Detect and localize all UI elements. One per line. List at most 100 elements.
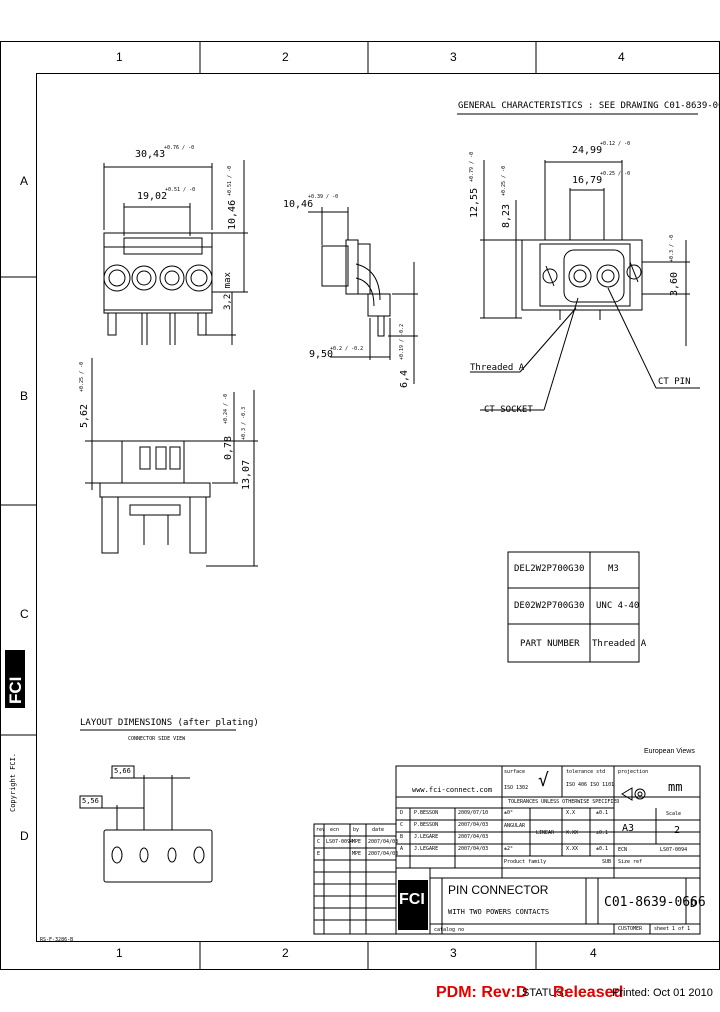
ecn-row-1-rev: C (317, 839, 321, 845)
dim-8-23: 8,23 (501, 203, 512, 228)
tb-ang-3: ±2° (504, 846, 514, 852)
footer-code: RS-F-3286-B (40, 937, 74, 943)
zone-bottom-2: 2 (282, 946, 289, 960)
tb-scale: 2 (674, 825, 681, 836)
printed-date: Printed: Oct 01 2010 (612, 987, 713, 999)
rev-row-4-rev: A (400, 846, 404, 852)
layout-dim-2: 5,56 (82, 797, 99, 805)
tb-surface-value: ISO 1302 (504, 785, 529, 791)
rev-row-1-date: 2009/07/10 (458, 810, 489, 816)
part-row-1-variant: M3 (608, 564, 619, 574)
layout-title: LAYOUT DIMENSIONS (after plating) (80, 718, 259, 728)
part-header-variant: Threaded A (592, 639, 647, 649)
tb-title-line2: WITH TWO POWERS CONTACTS (448, 908, 550, 916)
zone-left-b: B (20, 389, 29, 403)
rev-row-3-date: 2007/04/03 (458, 834, 489, 840)
rev-row-2-date: 2007/04/03 (458, 822, 489, 828)
tb-surface-label: surface (504, 769, 526, 775)
dim-12-55: 12,55 (469, 187, 480, 218)
rev-row-3-by: J.LEGARE (414, 834, 439, 840)
tb-tol-2-key: X.XX (566, 830, 579, 836)
dim-24-99: 24,99 (572, 145, 603, 156)
tb-sheet: sheet 1 of 1 (654, 926, 691, 932)
tb-unit: mm (668, 780, 683, 794)
dim-9-50-tol: +0.2 / -0.2 (330, 346, 364, 352)
zone-top-1: 1 (116, 50, 123, 64)
status-value: Released (553, 984, 624, 1001)
dim-6-4-tol: +0.19 / -0.2 (399, 323, 405, 360)
tb-tol-2-val: ±0.1 (596, 830, 609, 836)
rev-row-3-rev: B (400, 834, 404, 840)
dim-9-50: 9,50 (309, 349, 334, 360)
dim-6-4: 6,4 (399, 369, 410, 388)
ecn-header-by: by (353, 827, 360, 833)
tb-catalog-no: catalog no (434, 927, 465, 933)
tb-product-family: Product family (504, 859, 547, 865)
dim-0-78: 0,78 (223, 435, 234, 460)
dim-24-99-tol: +0.12 / -0 (600, 141, 631, 147)
callout-ct-socket: CT SOCKET (484, 405, 533, 415)
part-row-2-part: DE02W2P700G30 (514, 601, 585, 611)
tb-title-line1: PIN CONNECTOR (448, 883, 549, 897)
tb-rev: D (690, 897, 697, 910)
tb-tolerance-value: ISO 406 ISO 1101 (566, 782, 615, 788)
rev-row-4-date: 2007/04/03 (458, 846, 489, 852)
dim-3-60: 3,60 (669, 271, 680, 296)
dim-3-60-tol: +0.3 / -0 (669, 234, 675, 262)
rev-row-2-by: P.BESSON (414, 822, 439, 828)
zone-bottom-3: 3 (450, 946, 457, 960)
zone-top-3: 3 (450, 50, 457, 64)
copyright: Copyright FCI. (9, 752, 17, 812)
ecn-row-2-date: 2007/04/03 (368, 851, 399, 857)
dim-19-02-tol: +0.51 / -0 (165, 187, 196, 193)
tb-logo: FCI (399, 891, 425, 908)
tb-linear: LINEAR (536, 830, 555, 836)
callout-ct-pin: CT PIN (658, 377, 691, 387)
rev-row-4-by: J.LEGARE (414, 846, 439, 852)
rev-row-1-rev: D (400, 810, 404, 816)
tb-customer: CUSTOMER (618, 926, 643, 932)
zone-left-c: C (20, 607, 29, 621)
rev-row-2-rev: C (400, 822, 404, 828)
zone-top-2: 2 (282, 50, 289, 64)
tb-ecn-label: ECN (618, 847, 628, 853)
dim-3-2: 3,2 max (223, 272, 233, 310)
dim-10-46b: 10,46 (283, 199, 314, 210)
dim-0-78-tol: +0.24 / -0 (223, 393, 229, 424)
tb-drawing-no: C01-8639-0666 (604, 895, 706, 910)
part-row-1-part: DEL2W2P700G30 (514, 564, 585, 574)
fci-logo-side: FCI (6, 676, 25, 704)
dim-5-62: 5,62 (79, 403, 90, 428)
tb-sub: SUB (602, 859, 612, 865)
ecn-row-1-date: 2007/04/03 (368, 839, 399, 845)
rev-row-1-by: P.BESSON (414, 810, 439, 816)
european-views: European Views (644, 748, 695, 755)
ecn-header-ecn: ecn (330, 827, 340, 833)
ecn-row-2-rev: E (317, 851, 321, 857)
zone-left-d: D (20, 829, 29, 843)
dim-16-79-tol: +0.25 / -0 (600, 171, 631, 177)
dim-19-02: 19,02 (137, 191, 168, 202)
ecn-row-1-by: MPE (352, 839, 362, 845)
part-header-part: PART NUMBER (520, 639, 580, 649)
tb-ang-1: ±0° (504, 810, 514, 816)
layout-dim-1: 5,66 (114, 767, 131, 775)
dim-5-62-tol: +0.25 / -0 (79, 361, 85, 392)
ecn-row-2-by: MPE (352, 851, 362, 857)
dim-8-23-tol: +0.25 / -0 (501, 165, 507, 196)
dim-16-79: 16,79 (572, 175, 603, 186)
tb-tol-1-key: X.X (566, 810, 576, 816)
dim-13-07: 13,07 (241, 459, 252, 490)
dim-10-46b-tol: +0.39 / -0 (308, 194, 339, 200)
zone-left-a: A (20, 174, 29, 188)
tb-format: A3 (622, 823, 635, 834)
tb-ecn: LS07-0094 (660, 847, 688, 853)
status-label: STATUS: (522, 987, 567, 999)
ecn-header-rev: rev (316, 827, 326, 833)
dim-30-43: 30,43 (135, 149, 166, 160)
tb-url: www.fci-connect.com (412, 786, 493, 794)
layout-subtitle: CONNECTOR SIDE VIEW (128, 736, 186, 742)
tb-scale-label: Scale (666, 811, 682, 817)
ecn-header-date: date (372, 827, 385, 833)
